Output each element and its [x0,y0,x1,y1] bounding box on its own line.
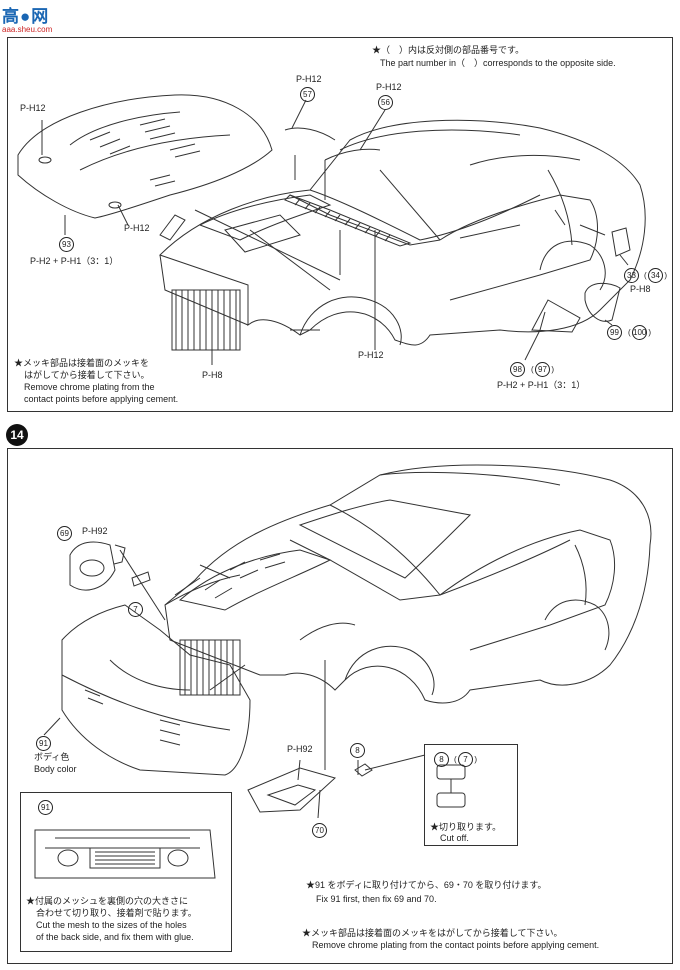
trim-57 [284,127,336,141]
cutoff-part-7-number: 7 [454,752,477,767]
part-97-number: 97 [531,362,554,377]
mix-ratio-left: P-H2 + P-H1（3：1） [30,256,119,266]
mesh-note-en-2: of the back side, and fix them with glue… [36,932,194,942]
clip-8 [354,763,373,777]
part-8-number: 8 [350,743,365,758]
part-56-number: 56 [378,95,393,110]
side-marker-70 [247,767,336,813]
car-body-top-illustration [159,119,646,346]
mesh-note-en-1: Cut the mesh to the sizes of the holes [36,920,187,930]
body-color-jp: ボディ色 [34,752,70,762]
part-57-number: 57 [300,87,315,102]
ph12-bottom-label: P-H12 [358,350,384,360]
ph8-grille-label: P-H8 [202,370,223,380]
ph8-side-label: P-H8 [630,284,651,294]
trim-56 [324,148,381,161]
top-note-jp: ★（ ）内は反対側の部品番号です。 [372,45,525,55]
ph92-side-label: P-H92 [287,744,313,754]
step-13-panel [7,37,673,412]
mirror-base-98 [531,299,581,333]
cutoff-en: Cut off. [440,833,469,843]
cutoff-jp: ★切り取ります。 [430,822,502,832]
cutoff-box [424,744,518,846]
top-chrome-note-en-2: contact points before applying cement. [24,394,179,404]
mesh-box-bumper-illustration [34,829,216,879]
bottom-chrome-en: Remove chrome plating from the contact p… [312,940,600,950]
watermark-main: 高●网 [2,7,50,26]
part-7-number: 7 [128,602,143,617]
part-99-number: 99 [607,325,622,340]
part-70-number: 70 [312,823,327,838]
ph12-hood-lower-label: P-H12 [124,223,150,233]
ph92-fog-label: P-H92 [82,526,108,536]
ph12-hood-label: P-H12 [20,103,46,113]
fix-order-en: Fix 91 first, then fix 69 and 70. [316,894,437,904]
watermark-sub: aaa.sheu.com [2,25,53,34]
step-14-badge: 14 [6,424,28,446]
bracket-7 [131,571,151,587]
top-chrome-note-en-1: Remove chrome plating from the [24,382,155,392]
part-100-number: 100 [628,325,651,340]
mirror-99 [584,282,621,322]
side-marker-33 [611,227,631,257]
hood-part-illustration [17,94,273,219]
step-14-panel [7,448,673,964]
fog-light-69 [69,541,116,591]
ph12-56-label: P-H12 [376,82,402,92]
part-93-number: 93 [59,237,74,252]
part-98-number: 98 [510,362,525,377]
front-bumper-illustration [61,604,251,776]
part-33-number: 33 [624,268,639,283]
mix-ratio-right: P-H2 + P-H1（3：1） [497,380,586,390]
mesh-box-part-91-number: 91 [38,800,53,815]
fix-order-jp: ★91 をボディに取り付けてから、69・70 を取り付けます。 [306,880,547,890]
part-69-number: 69 [57,526,72,541]
body-color-en: Body color [34,764,77,774]
mesh-note-jp-2: 合わせて切り取り、接着剤で貼ります。 [36,908,197,918]
part-34-number: 34 [644,268,667,283]
mesh-instruction-box [20,792,232,952]
cutoff-part-8-number: 8 [434,752,449,767]
trim-left [159,214,186,241]
top-chrome-note-jp-1: ★メッキ部品は接着面のメッキを [14,358,150,368]
ph12-57-label: P-H12 [296,74,322,84]
car-body-bottom-illustration [164,464,652,704]
top-chrome-note-jp-2: はがしてから接着して下さい。 [24,370,150,380]
bottom-chrome-jp: ★メッキ部品は接着面のメッキをはがしてから接着して下さい。 [302,928,563,938]
site-watermark-logo: 高●网 aaa.sheu.com [2,2,78,34]
mesh-note-jp-1: ★付属のメッシュを裏側の穴の大きさに [26,896,189,906]
top-note-en: The part number in（ ）corresponds to the … [380,58,616,68]
part-91-number: 91 [36,736,51,751]
